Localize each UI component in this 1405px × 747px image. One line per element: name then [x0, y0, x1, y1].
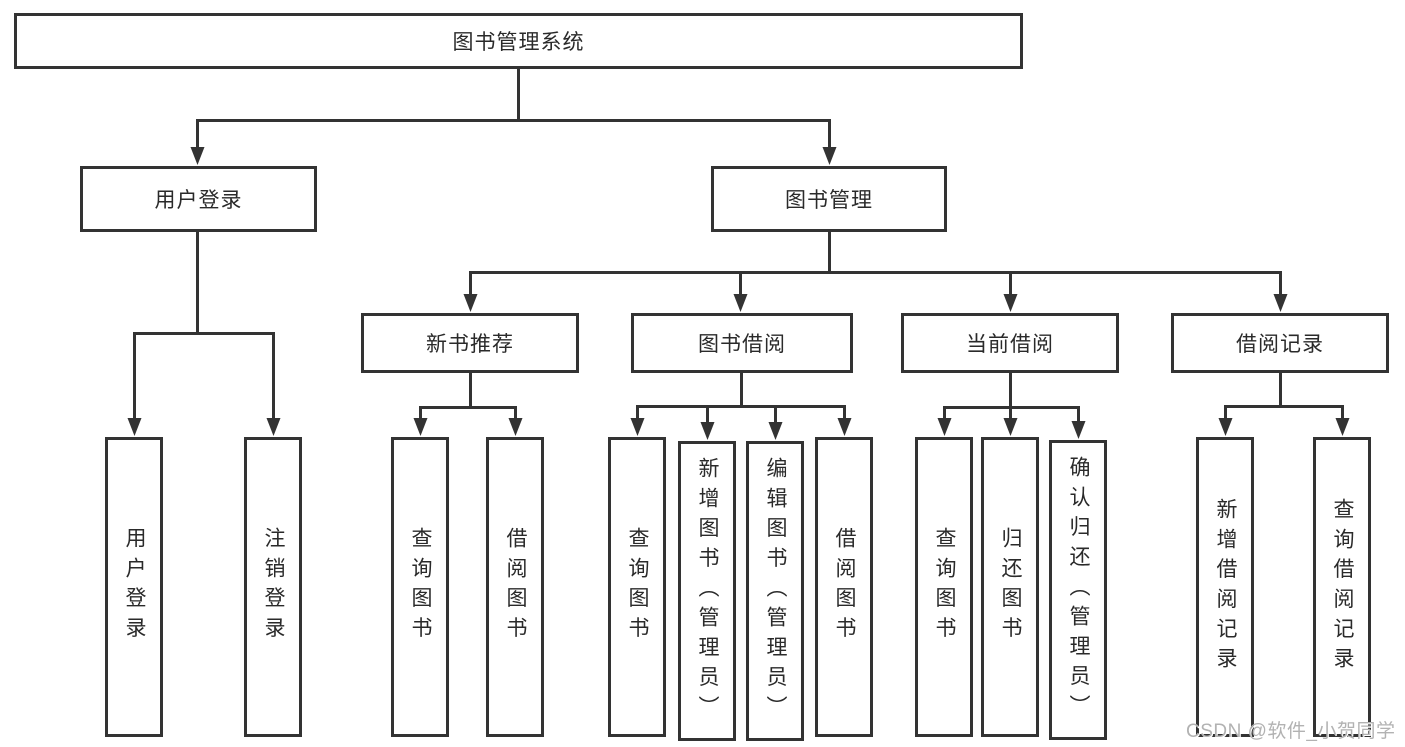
leaf-add-book-admin: 新增图书（管理员）	[678, 441, 736, 741]
leaf-edit-book-admin-label: 编辑图书（管理员）	[764, 456, 788, 726]
arrow-bb-edit	[768, 422, 783, 440]
arrow-cb-return	[1003, 418, 1018, 436]
arrow-records	[1273, 294, 1288, 312]
arrow-rec-query	[413, 418, 428, 436]
connector-recommend-rail	[419, 406, 517, 422]
leaf-query-books-recommend-label: 查询图书	[409, 527, 433, 647]
arrow-rec-borrow	[508, 418, 523, 436]
leaf-add-borrow-record-label: 新增借阅记录	[1214, 497, 1238, 677]
leaf-query-borrow-record-label: 查询借阅记录	[1331, 497, 1355, 677]
connector-borrowing-rail	[636, 405, 846, 422]
connector-level3-rail	[469, 271, 1282, 297]
arrow-leaf-logout	[266, 418, 281, 436]
leaf-borrow-books-recommend: 借阅图书	[486, 437, 544, 737]
leaf-borrow-books-borrowing-label: 借阅图书	[833, 527, 857, 647]
arrow-current	[1003, 294, 1018, 312]
leaf-logout-login-label: 注销登录	[262, 527, 286, 647]
leaf-confirm-return-admin-label: 确认归还（管理员）	[1067, 455, 1091, 725]
leaf-add-book-admin-label: 新增图书（管理员）	[696, 456, 720, 726]
connector-records-rail	[1224, 405, 1344, 422]
node-book-management-label: 图书管理	[785, 189, 873, 212]
node-borrowing-records-label: 借阅记录	[1236, 333, 1324, 356]
leaf-logout-login: 注销登录	[244, 437, 302, 737]
leaf-query-books-borrowing-label: 查询图书	[626, 527, 650, 647]
node-new-book-recommendation-label: 新书推荐	[426, 333, 514, 356]
arrow-book-mgmt	[822, 147, 837, 165]
node-current-borrowing: 当前借阅	[901, 313, 1119, 373]
leaf-query-books-current-label: 查询图书	[933, 527, 957, 647]
node-library-management-system-label: 图书管理系统	[452, 31, 585, 54]
arrow-cb-query	[937, 418, 952, 436]
watermark-text: CSDN @软件_小贺同学	[1186, 721, 1396, 742]
leaf-user-login: 用户登录	[105, 437, 163, 737]
node-current-borrowing-label: 当前借阅	[966, 333, 1054, 356]
node-new-book-recommendation: 新书推荐	[361, 313, 579, 373]
arrow-bb-query	[630, 418, 645, 436]
leaf-return-book-label: 归还图书	[999, 527, 1023, 647]
arrow-borrowing	[733, 294, 748, 312]
arrow-br-add	[1218, 418, 1233, 436]
arrowheads	[127, 147, 1350, 440]
arrow-br-query	[1335, 418, 1350, 436]
leaf-confirm-return-admin: 确认归还（管理员）	[1049, 440, 1107, 740]
leaf-query-books-recommend: 查询图书	[391, 437, 449, 737]
arrow-bb-add	[700, 422, 715, 440]
leaf-user-login-label: 用户登录	[123, 527, 147, 647]
leaf-query-books-current: 查询图书	[915, 437, 973, 737]
node-library-management-system: 图书管理系统	[14, 13, 1023, 69]
leaf-return-book: 归还图书	[981, 437, 1039, 737]
arrow-leaf-user-login	[127, 418, 142, 436]
node-borrowing-records: 借阅记录	[1171, 313, 1389, 373]
arrow-bb-borrow	[837, 418, 852, 436]
node-user-login-label: 用户登录	[154, 189, 243, 212]
leaf-add-borrow-record: 新增借阅记录	[1196, 437, 1254, 737]
node-user-login: 用户登录	[80, 166, 317, 232]
node-book-management: 图书管理	[711, 166, 947, 232]
leaf-borrow-books-borrowing: 借阅图书	[815, 437, 873, 737]
leaf-query-books-borrowing: 查询图书	[608, 437, 666, 737]
arrow-user-login	[190, 147, 205, 165]
leaf-borrow-books-recommend-label: 借阅图书	[504, 527, 528, 647]
node-book-borrowing-label: 图书借阅	[698, 333, 786, 356]
node-book-borrowing: 图书借阅	[631, 313, 853, 373]
arrow-recommend	[463, 294, 478, 312]
connector-user-login-rail	[133, 332, 275, 422]
leaf-edit-book-admin: 编辑图书（管理员）	[746, 441, 804, 741]
arrow-cb-confirm	[1071, 421, 1086, 439]
connector-level2-rail	[196, 119, 831, 150]
leaf-query-borrow-record: 查询借阅记录	[1313, 437, 1371, 737]
